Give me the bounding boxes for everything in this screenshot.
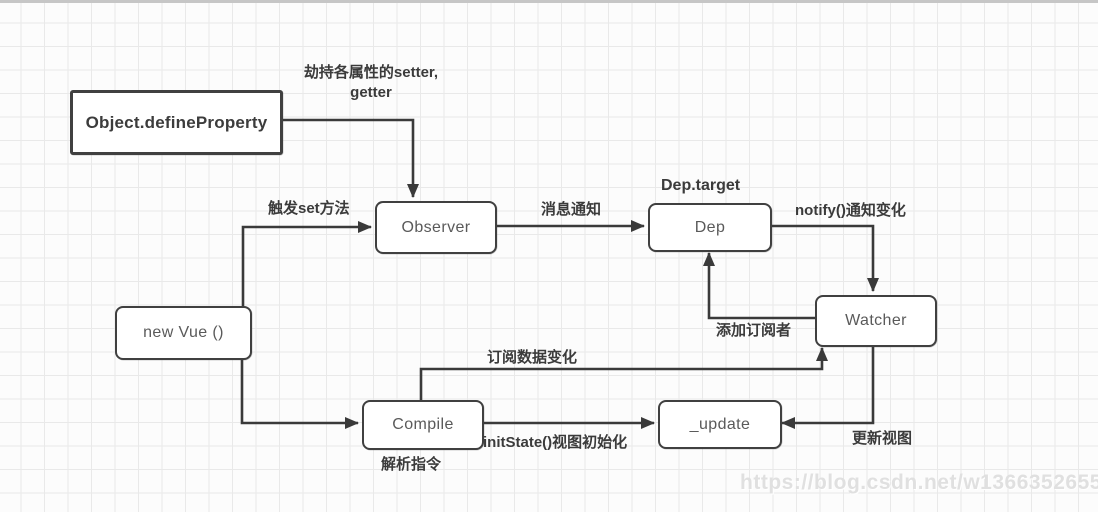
label-trigger-set: 触发set方法 [268, 200, 350, 217]
label-update-view: 更新视图 [852, 430, 913, 447]
node-new-vue: new Vue () [115, 306, 252, 360]
node-compile: Compile [362, 400, 484, 450]
node-dep: Dep [648, 203, 772, 252]
label-hijack-line2: getter [350, 84, 392, 101]
label-add-subscriber: 添加订阅者 [716, 322, 792, 339]
arrow-defineproperty-to-observer [277, 118, 419, 198]
label-notify-change: notify()通知变化 [795, 202, 906, 219]
arrow-compile-to-watcher [419, 347, 828, 400]
label-subscribe-data: 订阅数据变化 [487, 349, 578, 366]
connector-lines [240, 118, 879, 429]
arrow-watcher-to-dep [703, 252, 815, 320]
label-hijack-setter-getter: 劫持各属性的setter, getter [280, 63, 462, 103]
arrow-newvue-to-compile [240, 356, 359, 429]
arrow-watcher-to-update [781, 343, 875, 429]
node-object-defineproperty: Object.defineProperty [70, 90, 283, 155]
label-parse-directive: 解析指令 [381, 456, 442, 473]
label-message-notify: 消息通知 [541, 201, 602, 218]
node-update: _update [658, 400, 782, 449]
arrow-newvue-to-observer [241, 221, 372, 306]
label-hijack-line1: 劫持各属性的setter, [303, 64, 439, 81]
label-init-state: initState()视图初始化 [483, 434, 628, 451]
arrow-dep-to-watcher [768, 224, 879, 292]
node-watcher: Watcher [815, 295, 937, 347]
label-dep-target: Dep.target [661, 177, 741, 194]
node-observer: Observer [375, 201, 497, 254]
csdn-watermark: https://blog.csdn.net/w1366352655 [740, 471, 1098, 494]
